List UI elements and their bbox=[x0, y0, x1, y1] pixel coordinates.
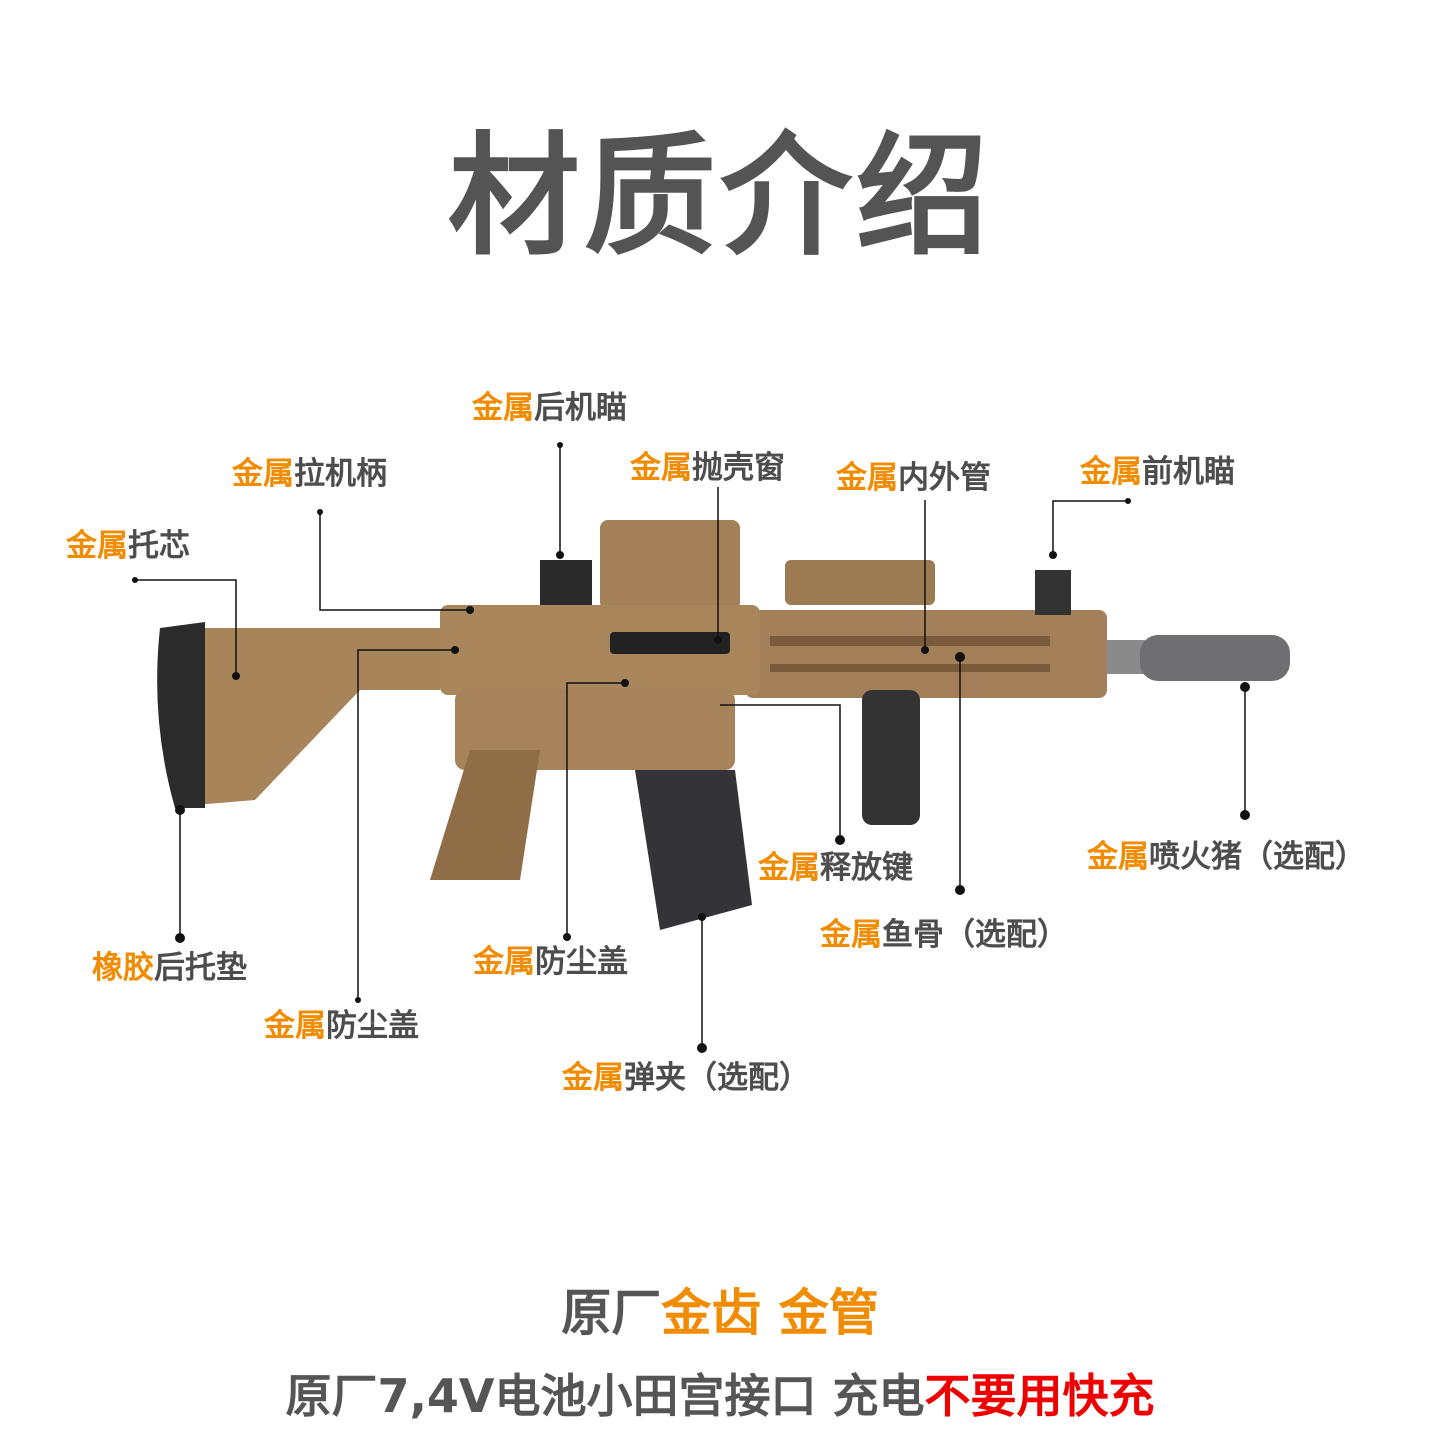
label-dust-cover-mid: 金属防尘盖 bbox=[473, 944, 628, 980]
label-release-button: 金属释放键 bbox=[758, 850, 913, 886]
optic bbox=[600, 520, 740, 610]
vertical-grip bbox=[862, 690, 920, 825]
rear-sight bbox=[540, 560, 592, 610]
barrel-adapter bbox=[1105, 640, 1145, 674]
leader-dots bbox=[132, 442, 1250, 1053]
stock bbox=[195, 628, 440, 805]
ejection-port bbox=[610, 632, 730, 654]
label-stock-core: 金属托芯 bbox=[66, 528, 190, 564]
label-butt-pad: 橡胶后托垫 bbox=[92, 950, 247, 986]
page-title: 材质介绍 bbox=[448, 120, 992, 274]
label-barrel: 金属内外管 bbox=[836, 460, 991, 496]
label-dust-cover-left: 金属防尘盖 bbox=[264, 1008, 419, 1044]
label-ejection-port: 金属抛壳窗 bbox=[630, 450, 785, 486]
warning-text: 不要用快充 bbox=[924, 1369, 1155, 1423]
label-handguard-rail: 金属鱼骨（选配） bbox=[820, 917, 1068, 953]
footer-line-2: 原厂7,4V电池小田宫接口 充电不要用快充 bbox=[285, 1369, 1155, 1423]
butt-pad bbox=[157, 622, 205, 808]
pistol-grip bbox=[430, 750, 540, 880]
upper-receiver bbox=[440, 605, 760, 695]
magazine bbox=[635, 770, 752, 930]
label-charging-handle: 金属拉机柄 bbox=[232, 456, 387, 492]
label-flash-hider: 金属喷火猪（选配） bbox=[1087, 839, 1366, 875]
handguard bbox=[745, 610, 1107, 698]
label-front-sight: 金属前机瞄 bbox=[1080, 454, 1235, 490]
laser-box bbox=[785, 560, 935, 605]
flash-hider bbox=[1140, 635, 1290, 681]
front-sight bbox=[1035, 570, 1071, 615]
leader-lines bbox=[135, 445, 1246, 1048]
label-rear-sight: 金属后机瞄 bbox=[472, 390, 627, 426]
footer-line-1: 原厂金齿 金管 bbox=[561, 1284, 879, 1342]
label-magazine: 金属弹夹（选配） bbox=[562, 1060, 810, 1096]
rifle-image bbox=[157, 520, 1290, 930]
